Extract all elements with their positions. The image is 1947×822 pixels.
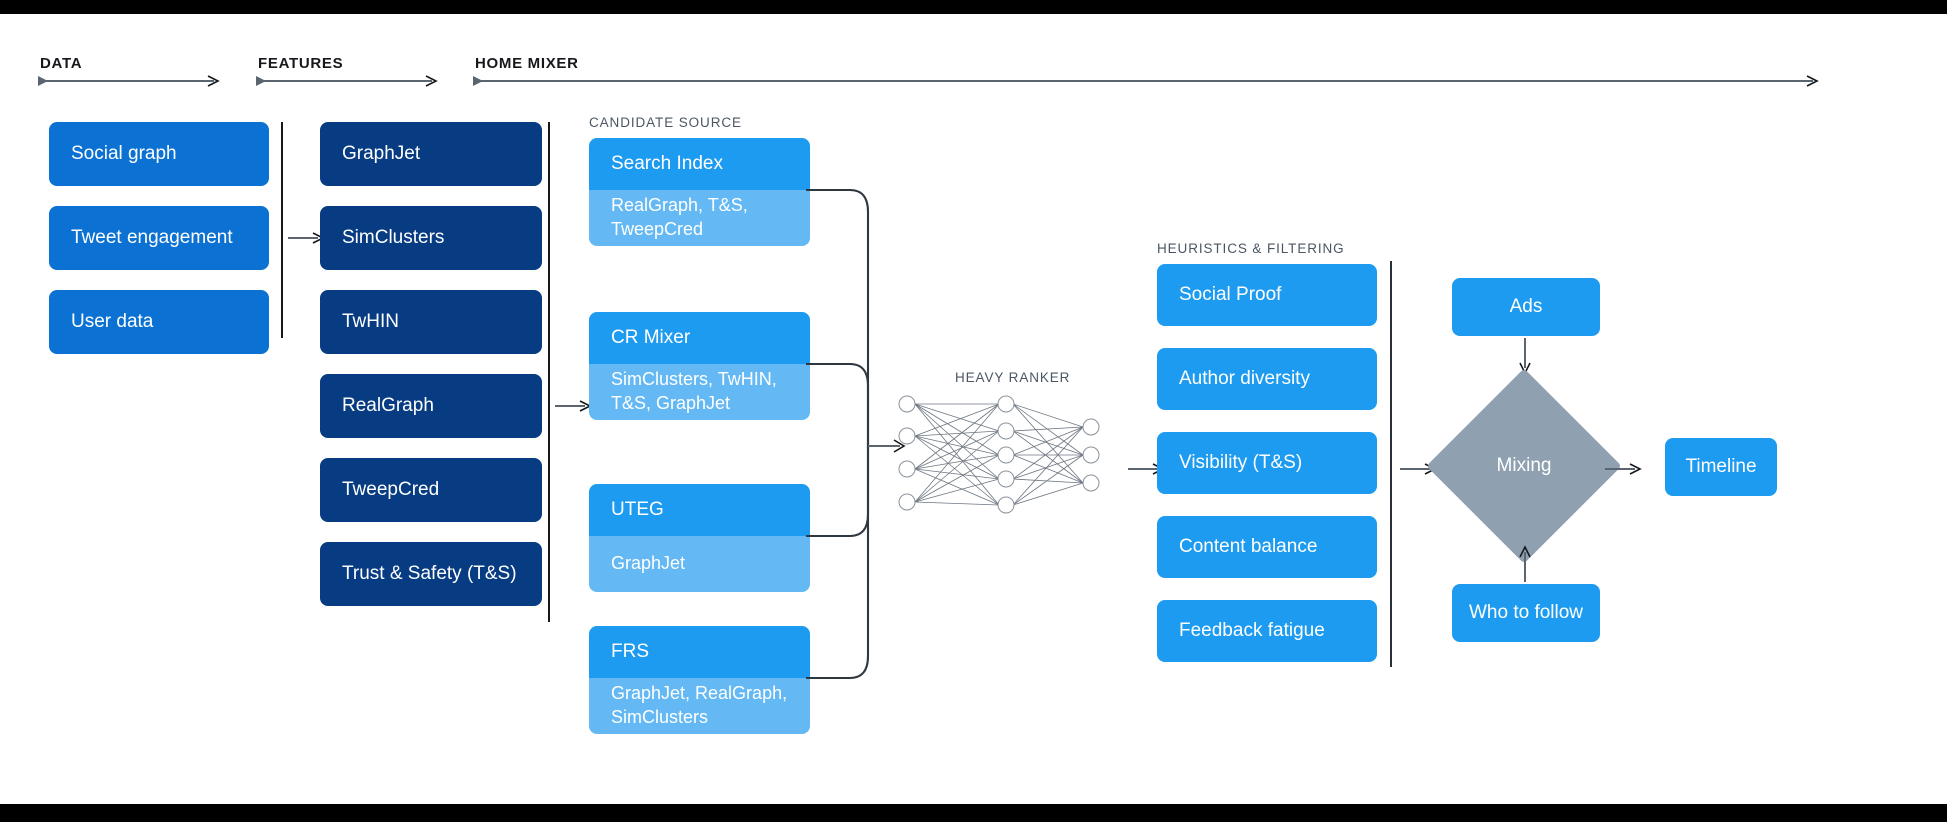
feature-box-label: SimClusters [342, 227, 445, 249]
heuristic-box-label: Feedback fatigue [1179, 620, 1325, 642]
heuristic-box-label: Author diversity [1179, 368, 1310, 390]
data-box-social-graph[interactable]: Social graph [49, 122, 269, 186]
candidate-source-card-frs[interactable]: FRS GraphJet, RealGraph, SimClusters [589, 626, 810, 734]
candidate-source-card-uteg[interactable]: UTEG GraphJet [589, 484, 810, 592]
caption-candidate-source: CANDIDATE SOURCE [589, 115, 742, 130]
heuristic-box-label: Visibility (T&S) [1179, 452, 1303, 474]
divider-data-features [281, 122, 283, 338]
divider-heuristics-mixing [1390, 261, 1392, 667]
feature-box-label: RealGraph [342, 395, 434, 417]
output-box-ads[interactable]: Ads [1452, 278, 1600, 336]
caption-heavy-ranker: HEAVY RANKER [955, 370, 1071, 385]
arrow-who-to-follow-to-mixing [1518, 544, 1532, 582]
caption-heuristics-filtering: HEURISTICS & FILTERING [1157, 241, 1345, 256]
output-box-who-to-follow[interactable]: Who to follow [1452, 584, 1600, 642]
output-box-timeline[interactable]: Timeline [1665, 438, 1777, 496]
heuristic-box-visibility[interactable]: Visibility (T&S) [1157, 432, 1377, 494]
arrow-mixing-to-timeline [1605, 462, 1643, 476]
feature-box-trust-safety[interactable]: Trust & Safety (T&S) [320, 542, 542, 606]
connector-candidate-sources-to-ranker [806, 184, 910, 704]
output-box-label: Ads [1509, 296, 1543, 318]
data-box-label: Tweet engagement [71, 227, 233, 249]
heuristic-box-label: Social Proof [1179, 284, 1282, 306]
feature-box-label: Trust & Safety (T&S) [342, 563, 517, 585]
candidate-source-features: RealGraph, T&S, TweepCred [589, 190, 810, 246]
heuristic-box-content-balance[interactable]: Content balance [1157, 516, 1377, 578]
heuristic-box-label: Content balance [1179, 536, 1318, 558]
data-box-label: User data [71, 311, 154, 333]
divider-features-home-mixer [548, 122, 550, 622]
candidate-source-features: GraphJet, RealGraph, SimClusters [589, 678, 810, 734]
section-title-data: DATA [40, 55, 83, 72]
feature-box-graphjet[interactable]: GraphJet [320, 122, 542, 186]
mixing-node-label: Mixing [1496, 455, 1552, 476]
candidate-source-name: CR Mixer [589, 312, 810, 364]
section-arrow-features [256, 74, 440, 88]
feature-box-label: GraphJet [342, 143, 421, 165]
section-title-home-mixer: HOME MIXER [475, 55, 579, 72]
candidate-source-features: GraphJet [589, 536, 810, 592]
candidate-source-card-search-index[interactable]: Search Index RealGraph, T&S, TweepCred [589, 138, 810, 246]
feature-box-label: TweepCred [342, 479, 440, 501]
arrow-features-to-home-mixer [555, 399, 593, 413]
candidate-source-name: FRS [589, 626, 810, 678]
feature-box-simclusters[interactable]: SimClusters [320, 206, 542, 270]
section-title-features: FEATURES [258, 55, 344, 72]
heuristic-box-feedback-fatigue[interactable]: Feedback fatigue [1157, 600, 1377, 662]
feature-box-twhin[interactable]: TwHIN [320, 290, 542, 354]
section-arrow-data [38, 74, 222, 88]
data-box-tweet-engagement[interactable]: Tweet engagement [49, 206, 269, 270]
diagram-sheet: DATA FEATURES HOME MIXER [0, 14, 1947, 804]
heavy-ranker-neural-net [895, 389, 1113, 519]
feature-box-tweepcred[interactable]: TweepCred [320, 458, 542, 522]
heuristic-box-social-proof[interactable]: Social Proof [1157, 264, 1377, 326]
candidate-source-features: SimClusters, TwHIN, T&S, GraphJet [589, 364, 810, 420]
output-box-label: Timeline [1685, 456, 1757, 478]
candidate-source-name: UTEG [589, 484, 810, 536]
data-box-label: Social graph [71, 143, 177, 165]
output-box-label: Who to follow [1468, 602, 1584, 624]
feature-box-label: TwHIN [342, 311, 399, 333]
candidate-source-card-cr-mixer[interactable]: CR Mixer SimClusters, TwHIN, T&S, GraphJ… [589, 312, 810, 420]
heuristic-box-author-diversity[interactable]: Author diversity [1157, 348, 1377, 410]
data-box-user-data[interactable]: User data [49, 290, 269, 354]
section-arrow-home-mixer [473, 74, 1821, 88]
feature-box-realgraph[interactable]: RealGraph [320, 374, 542, 438]
candidate-source-name: Search Index [589, 138, 810, 190]
